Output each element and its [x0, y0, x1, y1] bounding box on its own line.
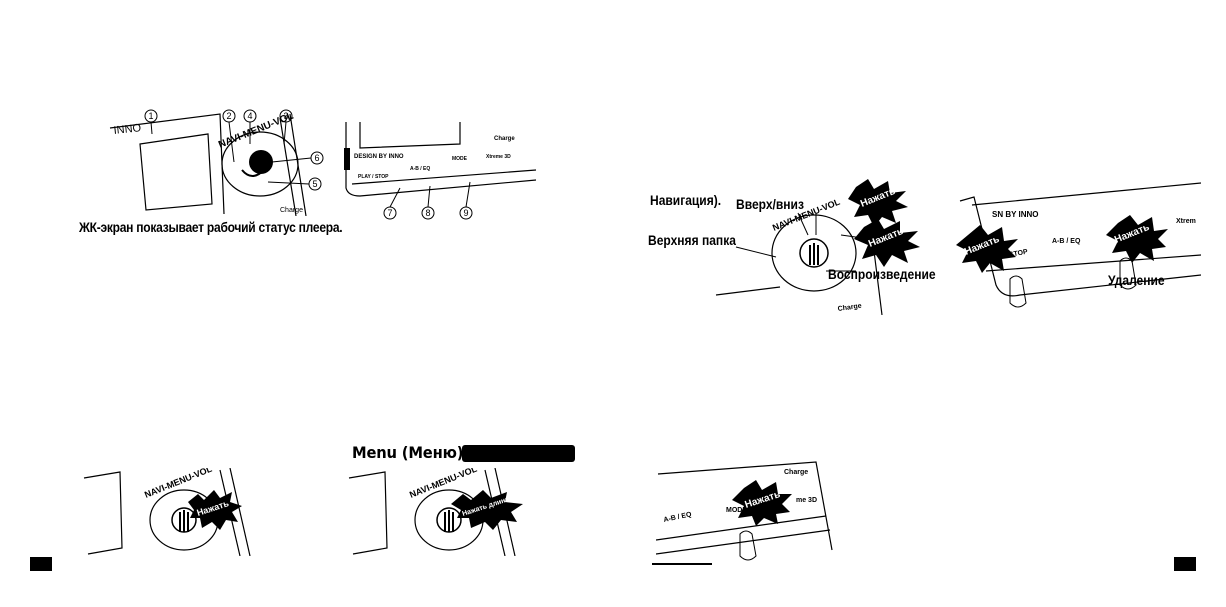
charge-label-r1: Charge — [837, 303, 862, 313]
page-number-block-right — [1174, 557, 1196, 571]
callout-8: 8 — [425, 208, 430, 218]
design-label: DESIGN BY INNO — [354, 154, 404, 160]
ab-eq-label: A-B / EQ — [410, 166, 430, 172]
right-page: NAVI-MENU-VOL Charge SN BY INNO PLAY / S… — [626, 0, 1226, 607]
play-label: Воспроизведение — [828, 266, 936, 282]
navi-control-figure: INNO NAVI-MENU-VOL Charge 1 2 4 3 6 5 — [100, 104, 330, 216]
left-page: INNO NAVI-MENU-VOL Charge 1 2 4 3 6 5 — [0, 0, 600, 607]
charge-label: Charge — [280, 207, 303, 214]
player-buttons-figure: DESIGN BY INNO PLAY / STOP A-B / EQ MODE… — [340, 118, 540, 226]
callout-6: 6 — [314, 153, 319, 163]
callout-1: 1 — [148, 111, 153, 121]
ab-eq-label-r1: A-B / EQ — [1052, 238, 1081, 245]
charge-label-r2: Charge — [784, 469, 808, 476]
mode-label-r2: MODE — [726, 507, 747, 514]
page-number-block — [30, 557, 52, 571]
xtreme-label-r2: me 3D — [796, 497, 817, 504]
callout-9: 9 — [463, 208, 468, 218]
delete-label: Удаление — [1108, 272, 1165, 288]
lcd-caption: ЖК-экран показывает рабочий статус плеер… — [79, 219, 343, 235]
callout-7: 7 — [387, 208, 392, 218]
xtreme-label-r1: Xtrem — [1176, 218, 1196, 225]
callout-2: 2 — [226, 111, 231, 121]
bottom-rule — [652, 563, 712, 565]
mode-button-figure: A-B / EQ MODE me 3D Charge Нажать — [656, 460, 856, 568]
long-press-dial-figure: NAVI-MENU-VOL Нажать длинно — [345, 468, 535, 556]
callout-5: 5 — [312, 179, 317, 189]
navigation-figure: NAVI-MENU-VOL Charge SN BY INNO PLAY / S… — [656, 175, 1201, 315]
up-down-label: Вверх/вниз — [736, 196, 804, 212]
ab-eq-label-r2: A-B / EQ — [663, 511, 693, 524]
menu-heading: Menu (Меню) — [352, 443, 464, 462]
play-stop-label: PLAY / STOP — [358, 174, 389, 180]
callout-3: 3 — [283, 111, 288, 121]
brand-label: INNO — [113, 122, 142, 137]
callout-4: 4 — [247, 111, 252, 121]
mode-label: MODE — [452, 156, 468, 162]
design-label-r1: SN BY INNO — [992, 210, 1039, 219]
charge-label-2: Charge — [494, 136, 515, 142]
navigation-intro: Навигация). — [650, 192, 722, 208]
menu-heading-bar — [462, 445, 575, 462]
xtreme-label: Xtreme 3D — [486, 154, 511, 160]
press-dial-figure: NAVI-MENU-VOL Нажать — [80, 468, 265, 556]
top-folder-label: Верхняя папка — [648, 232, 736, 248]
